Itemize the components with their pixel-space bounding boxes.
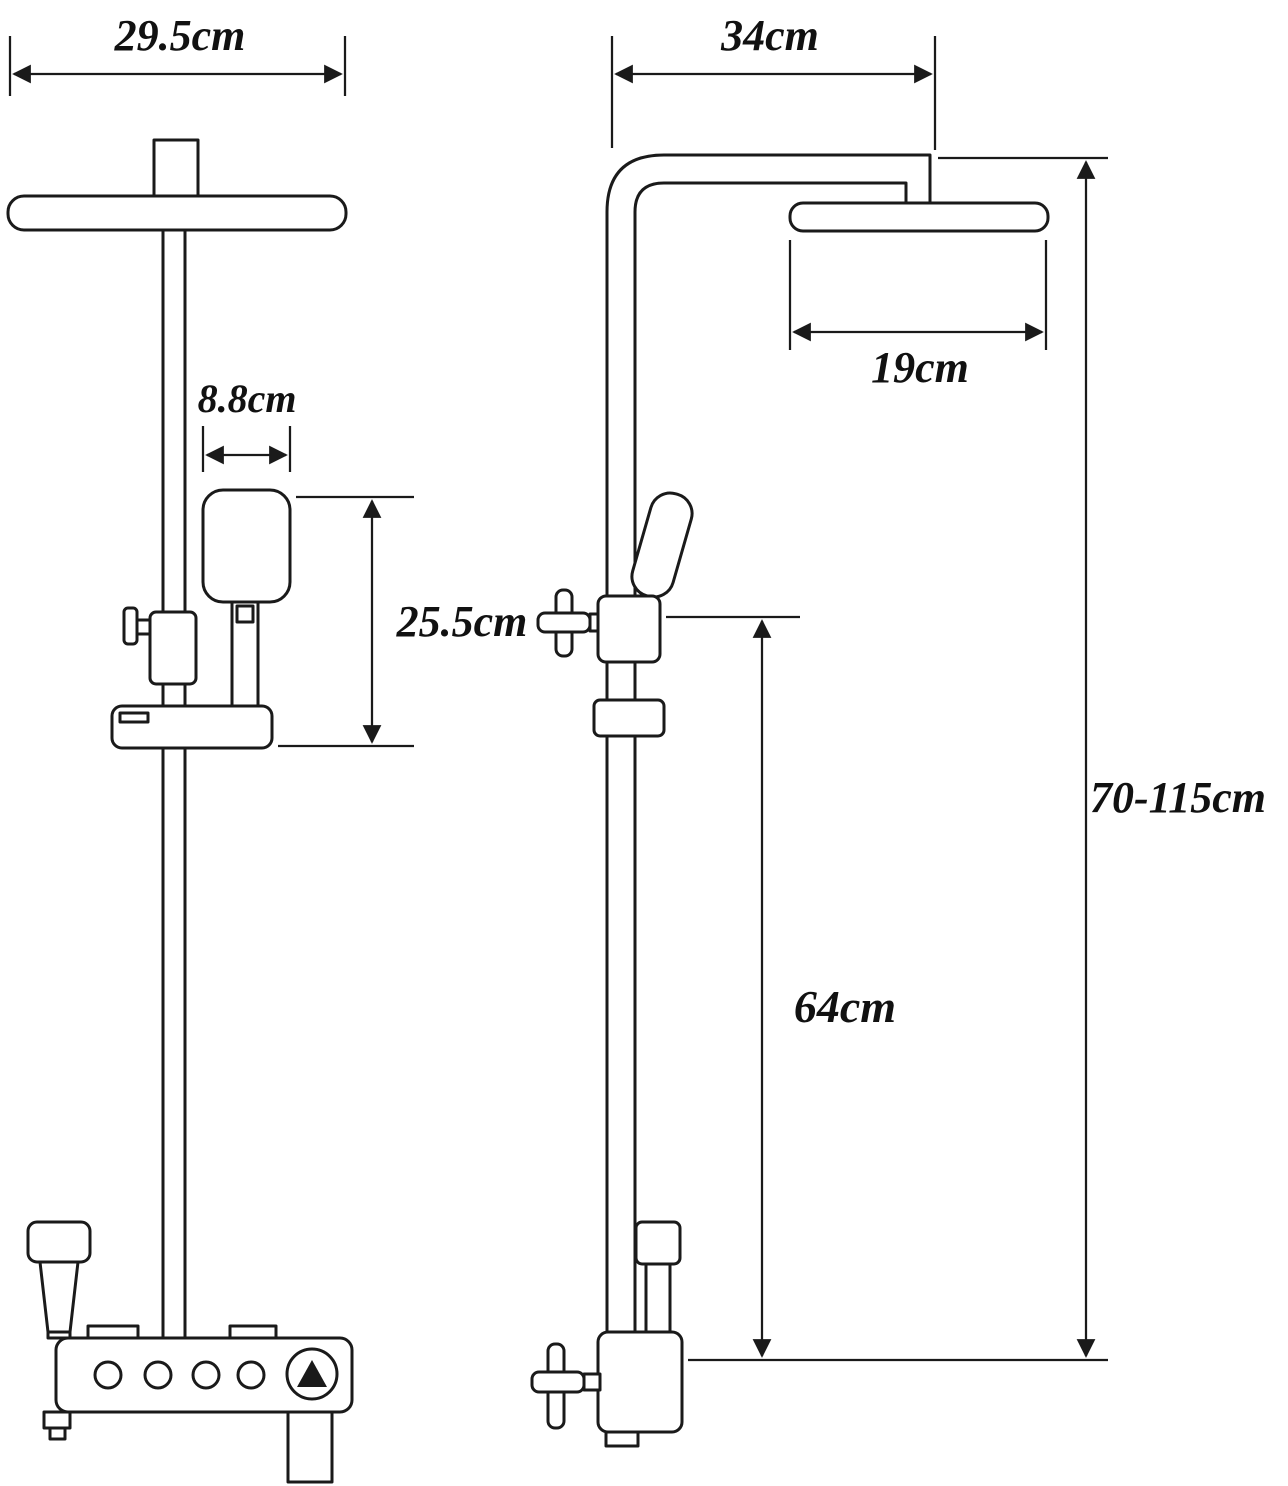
wall-bracket-side — [596, 1330, 684, 1434]
drain-valve-tip-front — [48, 1426, 67, 1441]
overhead-shower-front — [6, 194, 348, 232]
bidet-sprayer-head-side — [634, 1220, 682, 1266]
faucet-button-4 — [236, 1360, 266, 1390]
riser-pole-front — [161, 228, 187, 1340]
bidet-sprayer-handle-side — [644, 1262, 672, 1334]
faucet-button-3 — [191, 1360, 221, 1390]
slider-bracket-front — [148, 610, 198, 686]
faucet-body-front — [54, 1336, 354, 1414]
riser-pipe-outer-side — [605, 153, 932, 1336]
shelf-slot-front — [118, 711, 150, 724]
slider-bracket-side — [596, 594, 662, 664]
bidet-sprayer-head-front — [26, 1220, 92, 1264]
overhead-shower-side — [788, 201, 1050, 233]
bracket-foot-side — [604, 1430, 640, 1448]
bidet-sprayer-mount-front — [46, 1330, 72, 1340]
dimension-lines — [8, 36, 1108, 1362]
dim-label-hand-unit-height: 25.5cm — [396, 597, 528, 646]
diverter-lever-front — [122, 606, 139, 646]
drain-valve-front — [42, 1410, 72, 1430]
dim-label-front-head-width: 29.5cm — [114, 11, 246, 60]
faucet-tab-right — [228, 1324, 278, 1340]
diverter-dial-pointer — [297, 1360, 327, 1387]
hand-shower-clip-front — [235, 604, 255, 624]
faucet-button-1 — [93, 1360, 123, 1390]
side-view-drawing — [530, 153, 1050, 1448]
dim-label-riser-height: 70-115cm — [1090, 773, 1266, 822]
shelf-front — [110, 704, 274, 750]
bottom-knob-stem-side — [582, 1372, 602, 1392]
spout-front — [286, 1410, 334, 1484]
bottom-cross-knob-horizontal — [530, 1370, 586, 1394]
faucet-tab-left — [86, 1324, 140, 1340]
front-view-drawing — [6, 138, 354, 1484]
dim-label-side-top-arm: 34cm — [720, 11, 819, 60]
bidet-sprayer-handle-front — [38, 1260, 80, 1334]
diverter-dial-front — [285, 1347, 339, 1401]
hand-shower-side — [630, 491, 694, 599]
head-connector-front — [152, 138, 200, 198]
lever-hub-front — [135, 618, 152, 636]
dim-label-head-depth: 19cm — [871, 343, 969, 392]
riser-pipe-inner-side — [633, 181, 908, 1336]
dim-label-hand-shower-width: 8.8cm — [198, 376, 297, 421]
faucet-button-2 — [143, 1360, 173, 1390]
dim-label-lower-height: 64cm — [794, 981, 896, 1032]
height-adjuster-ring-side — [592, 698, 666, 738]
hand-shower-front — [201, 488, 292, 604]
cross-knob-horizontal-side — [536, 611, 592, 634]
